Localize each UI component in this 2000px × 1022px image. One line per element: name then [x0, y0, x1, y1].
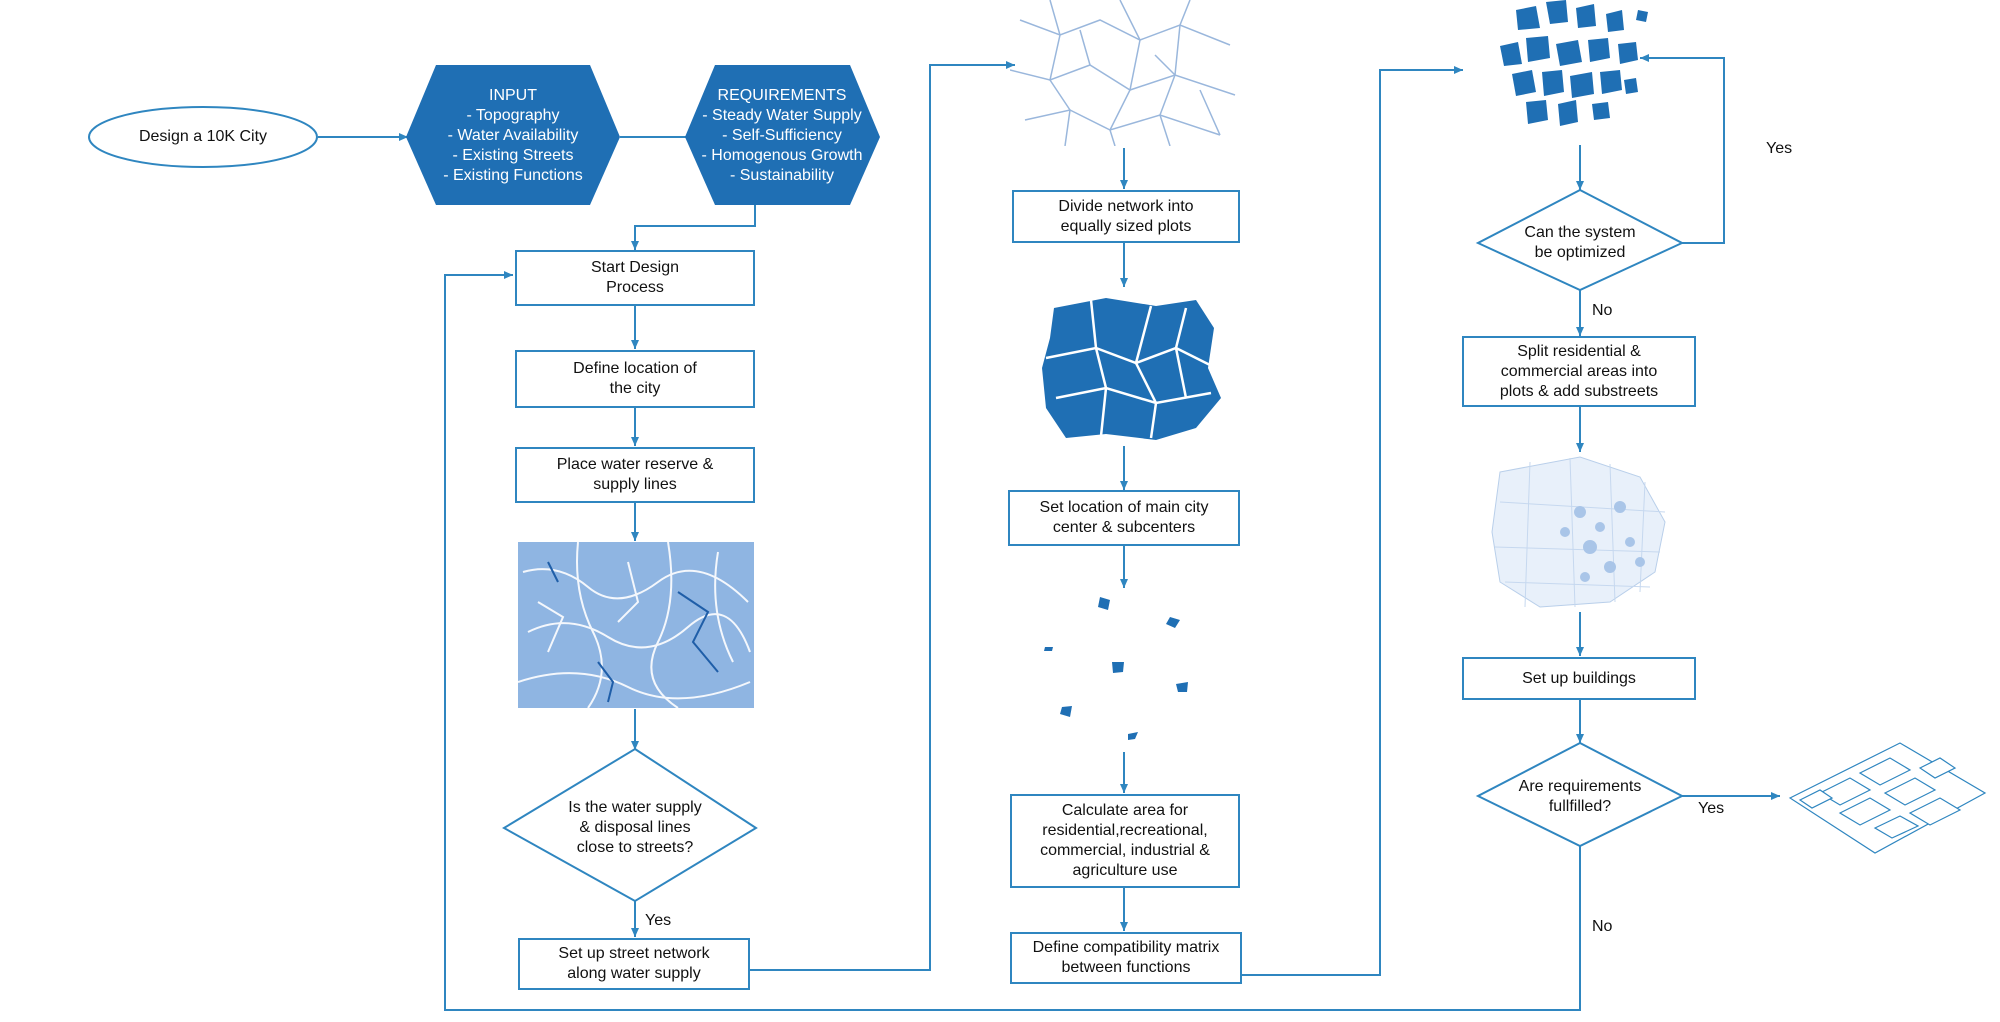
- requirements-item: - Self-Sufficiency: [722, 127, 842, 144]
- requirements-title: REQUIREMENTS: [717, 87, 847, 104]
- box-line: supply lines: [593, 476, 677, 493]
- box-line: Define location of: [573, 360, 697, 377]
- requirements-decision: Are requirements fullfilled?: [1500, 770, 1660, 824]
- optimize-no-label: No: [1592, 302, 1613, 319]
- box-line: Divide network into: [1058, 197, 1194, 215]
- plots-map: [1042, 298, 1221, 440]
- decision-line: & disposal lines: [579, 819, 691, 836]
- input-item: - Existing Functions: [443, 167, 583, 184]
- buildings-axonometric: [1788, 742, 1987, 854]
- decision-line: close to streets?: [576, 839, 694, 856]
- set-buildings-box: Set up buildings: [1462, 657, 1696, 700]
- box-line: agriculture use: [1072, 862, 1178, 879]
- set-center-box: Set location of main city center & subce…: [1008, 490, 1240, 546]
- requirements-hexagon-shape: [685, 65, 880, 205]
- water-decision-yes-label: Yes: [645, 912, 672, 929]
- input-item: - Water Availability: [447, 127, 579, 144]
- divide-network-box: Divide network into equally sized plots: [1012, 190, 1240, 243]
- box-line: Split residential &: [1517, 342, 1641, 360]
- decision-line: Are requirements: [1518, 778, 1642, 795]
- box-line: equally sized plots: [1060, 217, 1192, 235]
- box-line: along water supply: [567, 965, 701, 982]
- substreets-map: [1491, 456, 1666, 608]
- start-ellipse-shape: [88, 106, 318, 168]
- decision-line: fullfilled?: [1548, 798, 1612, 815]
- optimize-decision: Can the system be optimized: [1500, 215, 1660, 271]
- input-hexagon-shape: [406, 65, 620, 205]
- optimize-decision-diamond: [1475, 188, 1685, 292]
- requirements-yes-label: Yes: [1698, 800, 1725, 817]
- box-line: Calculate area for: [1061, 802, 1189, 819]
- input-item: - Topography: [466, 107, 560, 124]
- start-design-process-box: Start Design Process: [515, 250, 755, 306]
- box-line: residential,recreational,: [1042, 822, 1208, 839]
- box-line: commercial areas into: [1500, 362, 1658, 380]
- box-line: Process: [606, 279, 664, 296]
- water-network-map: [518, 542, 754, 708]
- calculate-area-box: Calculate area for residential,recreatio…: [1010, 794, 1240, 888]
- street-network-box: Set up street network along water supply: [518, 938, 750, 990]
- compatibility-box: Define compatibility matrix between func…: [1010, 932, 1242, 984]
- define-location-box: Define location of the city: [515, 350, 755, 408]
- water-decision-diamond: [502, 747, 758, 903]
- functions-map: [1500, 0, 1648, 126]
- requirements-hexagon: REQUIREMENTS - Steady Water Supply - Sel…: [684, 70, 880, 202]
- box-line: Set up buildings: [1522, 669, 1636, 687]
- box-line: center & subcenters: [1052, 519, 1196, 536]
- input-item: - Existing Streets: [452, 147, 574, 164]
- box-line: Start Design: [590, 259, 680, 276]
- split-areas-box: Split residential & commercial areas int…: [1462, 336, 1696, 407]
- requirements-item: - Sustainability: [729, 167, 835, 184]
- box-line: Set up street network: [558, 945, 710, 962]
- input-hexagon: INPUT - Topography - Water Availability …: [410, 70, 616, 202]
- centers-map: [1044, 597, 1188, 740]
- requirements-item: - Steady Water Supply: [702, 107, 862, 124]
- box-line: commercial, industrial &: [1040, 842, 1210, 859]
- street-network-map: [1010, 0, 1236, 146]
- requirements-item: - Homogenous Growth: [701, 147, 863, 164]
- box-line: Set location of main city: [1039, 499, 1209, 516]
- water-decision: Is the water supply & disposal lines clo…: [535, 790, 735, 866]
- start-node: Design a 10K City: [98, 108, 308, 166]
- box-line: Define compatibility matrix: [1032, 939, 1220, 956]
- requirements-decision-diamond: [1475, 741, 1685, 848]
- optimize-yes-label: Yes: [1766, 140, 1793, 157]
- start-node-label: Design a 10K City: [138, 128, 268, 145]
- box-line: between functions: [1061, 959, 1191, 976]
- place-water-box: Place water reserve & supply lines: [515, 447, 755, 503]
- decision-line: Can the system: [1524, 224, 1636, 241]
- box-line: plots & add substreets: [1499, 382, 1659, 400]
- decision-line: Is the water supply: [568, 799, 702, 816]
- input-title: INPUT: [489, 87, 537, 104]
- box-line: the city: [609, 380, 661, 397]
- decision-line: be optimized: [1534, 244, 1626, 261]
- box-line: Place water reserve &: [556, 456, 714, 473]
- requirements-no-label: No: [1592, 918, 1613, 935]
